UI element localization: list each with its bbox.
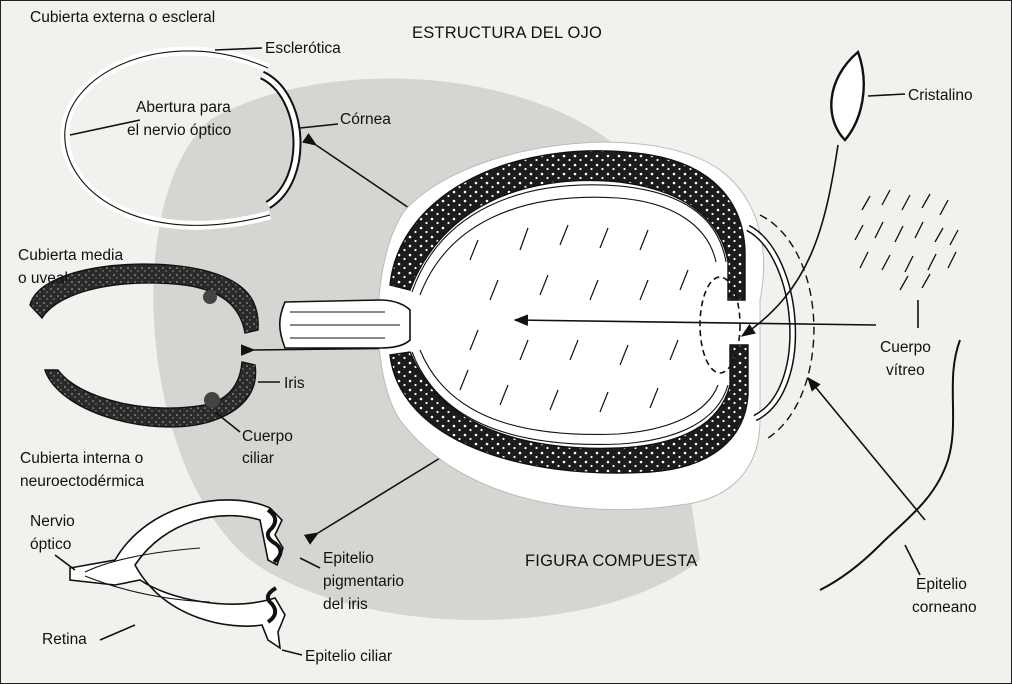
label-cubierta-externa: Cubierta externa o escleral bbox=[30, 9, 215, 26]
label-cuerpo-vitreo-line1: Cuerpo bbox=[880, 339, 931, 356]
label-retina: Retina bbox=[42, 631, 87, 648]
label-cuerpo-ciliar-line1: Cuerpo bbox=[242, 428, 293, 445]
label-nervio-optico-line2: óptico bbox=[30, 536, 71, 553]
label-epitelio-corneano-line2: corneano bbox=[912, 599, 977, 616]
diagram-title: ESTRUCTURA DEL OJO bbox=[412, 24, 602, 42]
label-cubierta-interna-line1: Cubierta interna o bbox=[20, 450, 143, 467]
label-esclerotica: Esclerótica bbox=[265, 40, 341, 57]
label-cubierta-media-line2: o uveal bbox=[18, 270, 68, 287]
label-cuerpo-ciliar-line2: ciliar bbox=[242, 450, 274, 467]
label-cornea: Córnea bbox=[340, 111, 391, 128]
label-cubierta-interna-line2: neuroectodérmica bbox=[20, 473, 144, 490]
label-iris: Iris bbox=[284, 375, 305, 392]
label-epitelio-pigmentario-line3: del iris bbox=[323, 596, 368, 613]
label-epitelio-ciliar: Epitelio ciliar bbox=[305, 648, 392, 665]
label-nervio-optico-line1: Nervio bbox=[30, 513, 75, 530]
label-abertura-line1: Abertura para bbox=[136, 99, 231, 116]
label-cuerpo-vitreo-line2: vítreo bbox=[886, 362, 925, 379]
label-epitelio-corneano-line1: Epitelio bbox=[916, 576, 967, 593]
label-abertura-line2: el nervio óptico bbox=[127, 122, 231, 139]
diagram-subtitle: FIGURA COMPUESTA bbox=[525, 552, 698, 570]
label-cristalino: Cristalino bbox=[908, 87, 973, 104]
label-cubierta-media-line1: Cubierta media bbox=[18, 247, 123, 264]
label-epitelio-pigmentario-line2: pigmentario bbox=[323, 573, 404, 590]
label-epitelio-pigmentario-line1: Epitelio bbox=[323, 550, 374, 567]
